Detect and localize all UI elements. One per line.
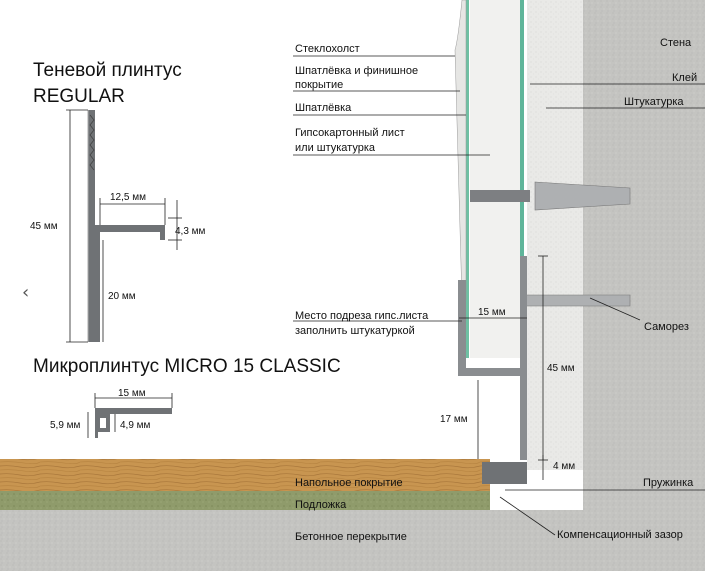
label-plaster: Штукатурка [624, 96, 684, 108]
floor-cover-layer [0, 459, 490, 491]
section-bottom-gap: 4 мм [553, 461, 576, 472]
label-screw: Саморез [644, 321, 689, 333]
regular-height-dim: 45 мм [30, 221, 58, 232]
label-slab: Бетонное перекрытие [295, 531, 407, 543]
fiberglass-layer [454, 0, 467, 301]
section-profile [458, 256, 527, 484]
section-profile-depth: 15 мм [478, 307, 506, 318]
label-cut-2: заполнить штукатуркой [295, 325, 415, 337]
plaster-layer [527, 0, 583, 470]
micro-title: Микроплинтус MICRO 15 CLASSIC [33, 356, 341, 377]
label-putty-finish-2: покрытие [295, 79, 344, 91]
label-glue: Клей [672, 72, 698, 84]
label-fiberglass: Стеклохолст [295, 43, 360, 55]
concrete-slab [0, 510, 705, 571]
regular-gap-dim: 20 мм [108, 291, 136, 302]
label-putty-finish-1: Шпатлёвка и финишное [295, 65, 419, 77]
label-wall: Стена [660, 37, 692, 49]
micro-inner-height-dim: 4,9 мм [120, 420, 151, 431]
regular-title-line2: REGULAR [33, 86, 125, 107]
label-spring: Пружинка [643, 477, 694, 489]
glue-layer-2 [466, 0, 469, 358]
micro-outer-height-dim: 5,9 мм [50, 420, 81, 431]
regular-title-line1: Теневой плинтус [33, 60, 182, 81]
micro-width-dim: 15 мм [118, 388, 146, 399]
label-cut-1: Место подреза гипс.листа [295, 310, 429, 322]
underlay-layer [0, 491, 490, 510]
label-gypsum-1: Гипсокартонный лист [295, 127, 405, 139]
glue-layer [520, 0, 524, 358]
prev-arrow-icon[interactable]: ‹ [22, 282, 30, 303]
screw-lower [524, 294, 631, 307]
screw-upper [470, 181, 631, 211]
regular-profile [87, 110, 165, 342]
gypsum-board [470, 0, 522, 358]
section-gap-height: 17 мм [440, 414, 468, 425]
concrete-wall [583, 0, 705, 571]
label-floor-cover: Напольное покрытие [295, 477, 403, 489]
micro-profile [95, 408, 172, 438]
label-underlay: Подложка [295, 499, 347, 511]
regular-depth-dim: 12,5 мм [110, 192, 146, 203]
label-putty: Шпатлёвка [295, 102, 352, 114]
section-profile-height: 45 мм [547, 363, 575, 374]
regular-lip-dim: 4,3 мм [175, 226, 206, 237]
label-gap: Компенсационный зазор [557, 529, 683, 541]
label-gypsum-2: или штукатурка [295, 142, 376, 154]
